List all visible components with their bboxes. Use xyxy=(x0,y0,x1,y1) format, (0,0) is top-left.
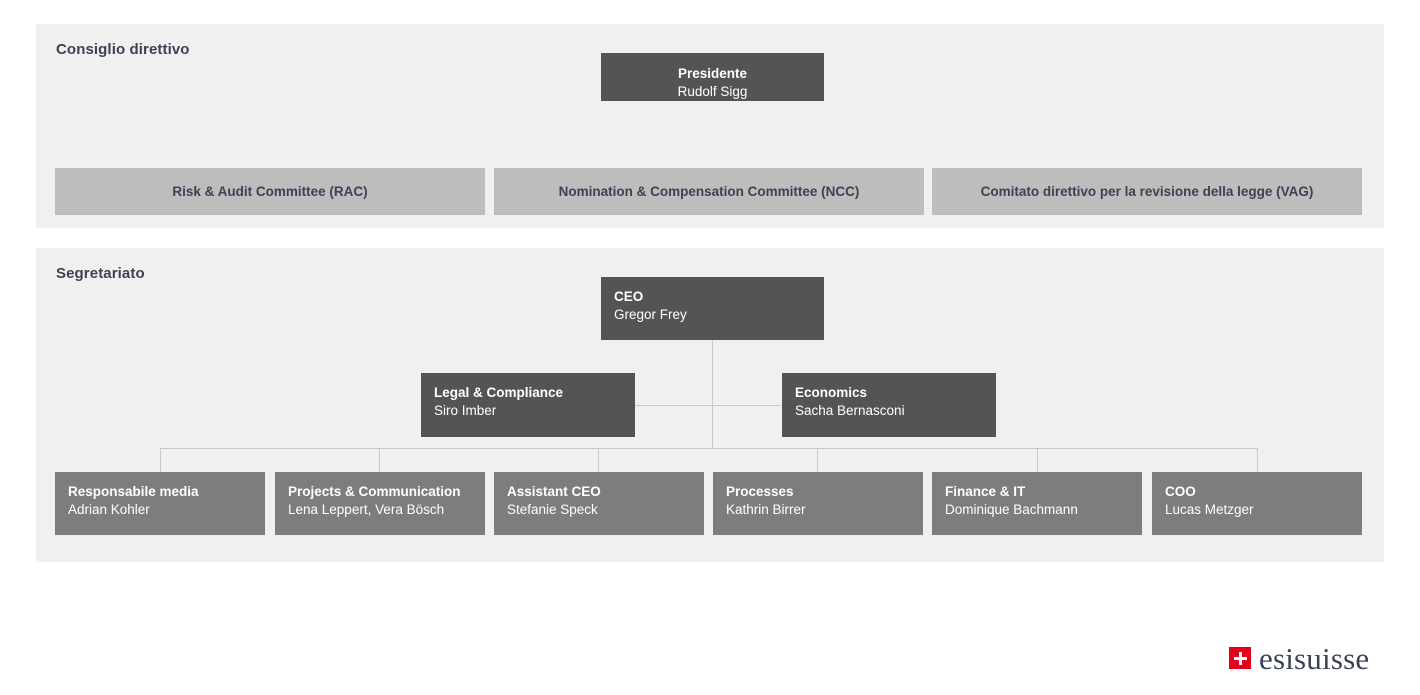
node-responsabile-media[interactable]: Responsabile media Adrian Kohler xyxy=(55,472,265,535)
node-role: Presidente xyxy=(677,66,748,81)
node-committee-ncc[interactable]: Nomination & Compensation Committee (NCC… xyxy=(494,168,924,215)
board-panel-title: Consiglio direttivo xyxy=(56,41,190,58)
secretariat-panel-title: Segretariato xyxy=(56,265,145,282)
brand-name: esisuisse xyxy=(1259,640,1370,676)
connector-unit-drop-6 xyxy=(1257,448,1258,472)
connector-ceo-spine xyxy=(712,340,713,448)
connector-division-bar xyxy=(634,405,781,406)
committee-label: Comitato direttivo per la revisione dell… xyxy=(980,183,1314,199)
node-role: COO xyxy=(1165,484,1196,499)
node-person: Dominique Bachmann xyxy=(945,501,1078,517)
node-assistant-ceo[interactable]: Assistant CEO Stefanie Speck xyxy=(494,472,704,535)
brand-logo: esisuisse xyxy=(1229,641,1369,675)
node-processes[interactable]: Processes Kathrin Birrer xyxy=(713,472,923,535)
connector-unit-drop-3 xyxy=(598,448,599,472)
node-role: Responsabile media xyxy=(68,484,199,499)
committee-label: Nomination & Compensation Committee (NCC… xyxy=(558,183,860,199)
node-person: Lena Leppert, Vera Bösch xyxy=(288,501,445,517)
connector-unit-drop-1 xyxy=(160,448,161,472)
connector-unit-drop-2 xyxy=(379,448,380,472)
node-person: Siro Imber xyxy=(434,402,497,418)
committee-label: Risk & Audit Committee (RAC) xyxy=(172,183,368,199)
node-person: Rudolf Sigg xyxy=(677,83,748,99)
node-person: Stefanie Speck xyxy=(507,501,598,517)
node-person: Adrian Kohler xyxy=(68,501,150,517)
node-role: Finance & IT xyxy=(945,484,1026,499)
node-role: Economics xyxy=(795,385,868,400)
node-coo[interactable]: COO Lucas Metzger xyxy=(1152,472,1362,535)
node-ceo[interactable]: CEO Gregor Frey xyxy=(601,277,824,340)
connector-unit-drop-5 xyxy=(1037,448,1038,472)
node-committee-rac[interactable]: Risk & Audit Committee (RAC) xyxy=(55,168,485,215)
node-presidente[interactable]: Presidente Rudolf Sigg xyxy=(601,53,824,101)
node-projects-communication[interactable]: Projects & Communication Lena Leppert, V… xyxy=(275,472,485,535)
node-finance-it[interactable]: Finance & IT Dominique Bachmann xyxy=(932,472,1142,535)
connector-unit-drop-4 xyxy=(817,448,818,472)
node-role: Legal & Compliance xyxy=(434,385,564,400)
node-role: Processes xyxy=(726,484,794,499)
node-role: CEO xyxy=(614,289,644,304)
swiss-cross-icon xyxy=(1229,647,1251,669)
node-legal-compliance[interactable]: Legal & Compliance Siro Imber xyxy=(421,373,635,437)
node-person: Gregor Frey xyxy=(614,306,687,322)
node-role: Assistant CEO xyxy=(507,484,601,499)
node-person: Sacha Bernasconi xyxy=(795,402,905,418)
node-economics[interactable]: Economics Sacha Bernasconi xyxy=(782,373,996,437)
connector-unit-bus xyxy=(160,448,1257,449)
node-committee-vag[interactable]: Comitato direttivo per la revisione dell… xyxy=(932,168,1362,215)
node-person: Kathrin Birrer xyxy=(726,501,806,517)
node-role: Projects & Communication xyxy=(288,484,461,499)
node-person: Lucas Metzger xyxy=(1165,501,1254,517)
